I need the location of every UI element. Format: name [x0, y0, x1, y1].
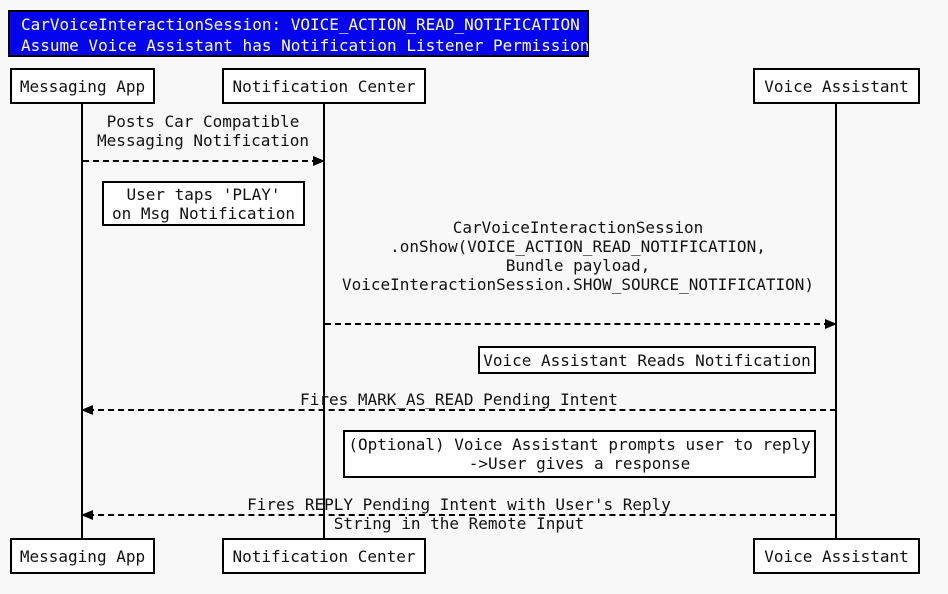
actor-box-notification-center-bottom: Notification Center — [222, 538, 426, 574]
arrow-shaft — [325, 323, 830, 325]
note-optional-reply-prompt: (Optional) Voice Assistant prompts user … — [343, 430, 816, 478]
lifeline-notification-center — [323, 103, 325, 539]
diagram-title: CarVoiceInteractionSession: VOICE_ACTION… — [8, 10, 589, 57]
arrow-shaft — [88, 514, 836, 516]
message-arrow-reply-intent — [81, 510, 836, 520]
arrowhead-left-icon — [81, 510, 93, 520]
message-arrow-posts-notification — [83, 156, 325, 166]
message-label-onshow: CarVoiceInteractionSession .onShow(VOICE… — [341, 218, 815, 294]
message-label-mark-as-read: Fires MARK_AS_READ Pending Intent — [300, 390, 618, 409]
actor-box-voice-assistant-bottom: Voice Assistant — [753, 538, 920, 574]
message-arrow-onshow — [325, 319, 837, 329]
arrow-shaft — [83, 160, 318, 162]
note-user-taps-play: User taps 'PLAY' on Msg Notification — [102, 181, 305, 226]
arrowhead-left-icon — [81, 405, 93, 415]
message-label-reply-intent: Fires REPLY Pending Intent with User's R… — [247, 495, 671, 533]
actor-box-messaging-app-bottom: Messaging App — [10, 538, 155, 574]
actor-box-messaging-app-top: Messaging App — [10, 68, 155, 104]
actor-box-notification-center-top: Notification Center — [222, 68, 426, 104]
note-voice-assistant-reads: Voice Assistant Reads Notification — [478, 346, 816, 374]
arrowhead-right-icon — [313, 156, 325, 166]
message-label-posts-notification: Posts Car Compatible Messaging Notificat… — [97, 112, 309, 150]
arrow-shaft — [88, 409, 836, 411]
lifeline-messaging-app — [81, 103, 83, 539]
message-arrow-mark-as-read — [81, 405, 836, 415]
actor-box-voice-assistant-top: Voice Assistant — [753, 68, 920, 104]
arrowhead-right-icon — [825, 319, 837, 329]
